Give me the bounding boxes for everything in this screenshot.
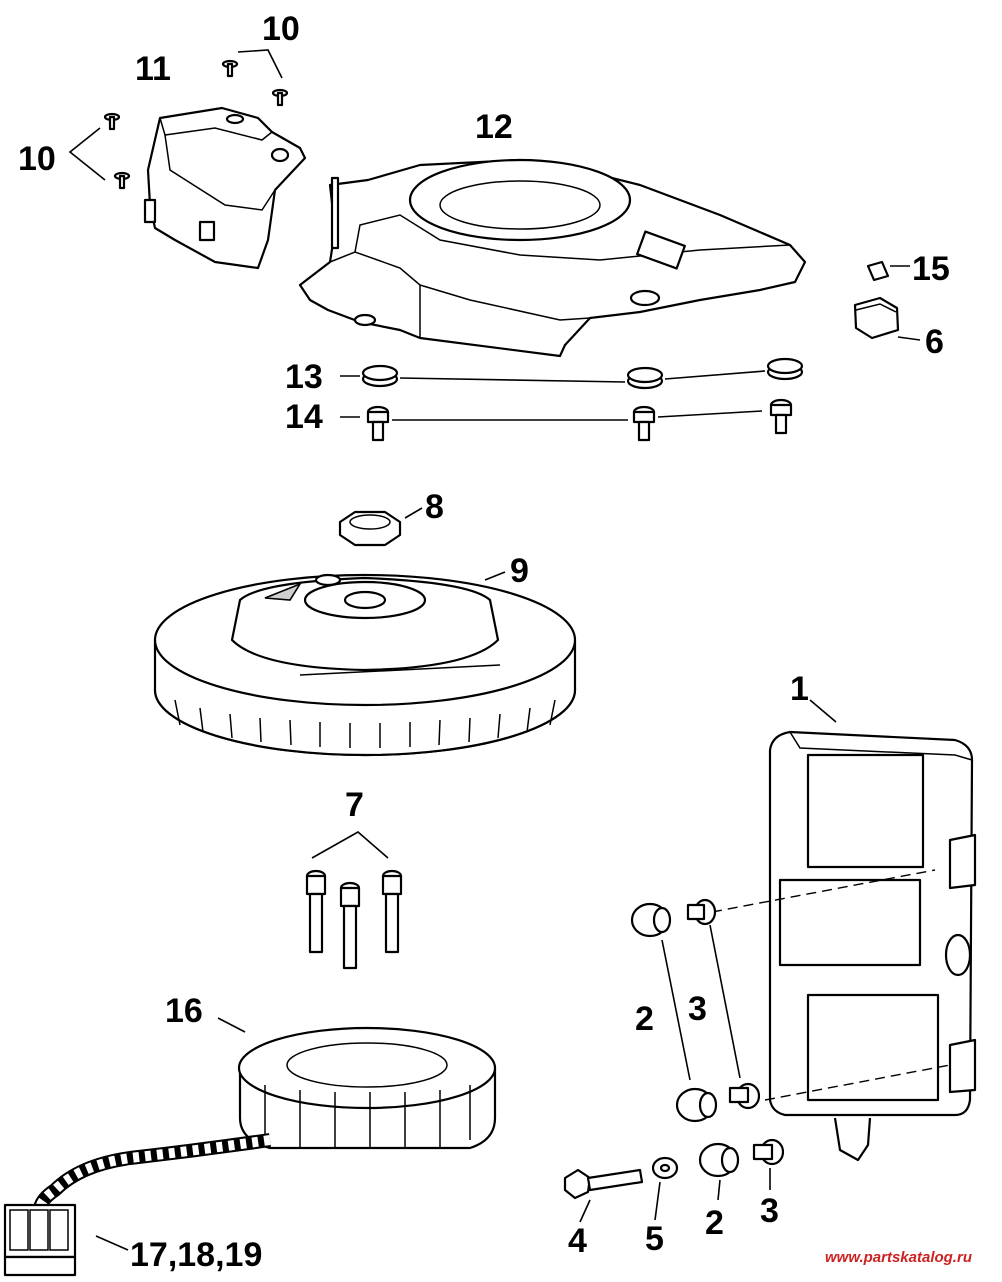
- grommet-icon: [361, 364, 399, 388]
- grommet-icon: [626, 366, 664, 390]
- callout-7: 7: [345, 786, 364, 824]
- part-2-grommet-upper: [630, 902, 672, 938]
- part-3-bushing-upper: [686, 898, 717, 926]
- screw-icon: [103, 112, 121, 131]
- alignment-line: [711, 869, 936, 913]
- callout-5: 5: [645, 1220, 664, 1258]
- bolt-icon: [632, 405, 656, 442]
- screw-icon: [113, 171, 131, 190]
- screw-icon: [221, 59, 239, 78]
- callout-3-upper: 3: [688, 990, 707, 1028]
- part-11-cover: [143, 106, 307, 270]
- part-17-harness: [3, 1133, 271, 1277]
- callout-2-lower: 2: [705, 1204, 724, 1242]
- part-10-screws: [68, 49, 289, 190]
- part-16-stator: [217, 1017, 497, 1150]
- part-12-flywheel-cover: [298, 158, 807, 358]
- callout-11: 11: [135, 50, 171, 88]
- callout-9: 9: [510, 552, 529, 590]
- callout-8: 8: [425, 488, 444, 526]
- part-6-fuse-holder: [853, 296, 921, 341]
- callout-1: 1: [790, 670, 809, 708]
- part-1-module: [768, 699, 977, 1162]
- callout-13: 13: [285, 358, 323, 396]
- callout-6: 6: [925, 323, 944, 361]
- part-7-screws: [305, 831, 403, 970]
- screw-icon: [381, 869, 403, 954]
- part-3-bushing-middle: [728, 1082, 761, 1110]
- callout-12: 12: [475, 108, 513, 146]
- callout-14: 14: [285, 398, 323, 436]
- part-13-grommets: [340, 357, 804, 390]
- part-9-flywheel: [153, 571, 577, 757]
- callout-4: 4: [568, 1222, 587, 1260]
- callout-2-upper: 2: [635, 1000, 654, 1038]
- callout-10-left: 10: [18, 140, 56, 178]
- callout-10-top: 10: [262, 10, 300, 48]
- part-2-grommet-lower: [698, 1142, 740, 1201]
- bolt-icon: [366, 405, 390, 442]
- part-5-washer: [651, 1156, 679, 1221]
- part-14-bolts: [340, 398, 793, 442]
- screw-icon: [271, 88, 289, 107]
- grommet-icon: [766, 357, 804, 381]
- callout-17-18-19: 17,18,19: [130, 1236, 262, 1274]
- callout-3-lower: 3: [760, 1192, 779, 1230]
- part-15-fuse: [866, 260, 910, 282]
- callout-15: 15: [912, 250, 950, 288]
- screw-icon: [339, 881, 361, 970]
- watermark-text: www.partskatalog.ru: [825, 1249, 972, 1266]
- callout-16: 16: [165, 992, 203, 1030]
- part-3-bushing-lower: [752, 1138, 785, 1190]
- screw-icon: [305, 869, 327, 954]
- part-8-nut: [338, 507, 423, 547]
- part-2-grommet-middle: [675, 1087, 718, 1123]
- part-4-bolt: [563, 1168, 644, 1223]
- bolt-icon: [769, 398, 793, 435]
